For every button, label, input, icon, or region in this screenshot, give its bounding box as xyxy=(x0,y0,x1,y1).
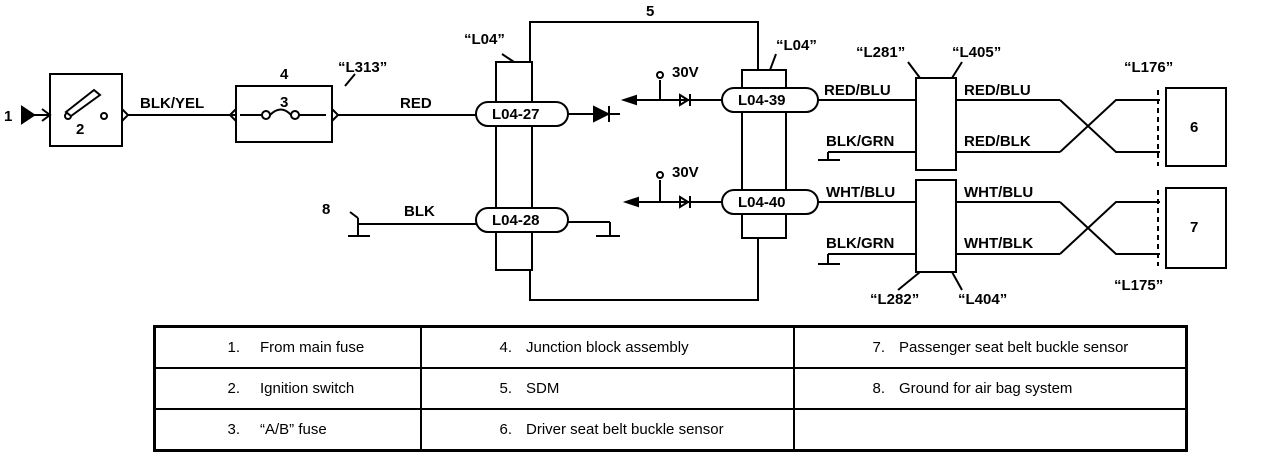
legend-cell: 3.“A/B” fuse xyxy=(153,408,422,452)
callout-1: 1 xyxy=(4,108,12,125)
pin-l04-39: L04-39 xyxy=(738,92,786,109)
wire-wht-blu-left: WHT/BLU xyxy=(826,184,895,201)
legend-cell: 2.Ignition switch xyxy=(153,367,422,410)
wire-blk-yel: BLK/YEL xyxy=(140,95,204,112)
legend-cell: 5.SDM xyxy=(420,367,795,410)
sdm-box xyxy=(529,21,759,301)
driver-sensor-box xyxy=(1165,87,1227,167)
wire-blk-grn-top: BLK/GRN xyxy=(826,133,894,150)
connector-l282: “L282” xyxy=(870,291,919,308)
legend-cell xyxy=(793,408,1188,452)
legend-row: 1.From main fuse 4.Junction block assemb… xyxy=(153,325,1188,369)
voltage-bottom: 30V xyxy=(672,164,699,181)
callout-6: 6 xyxy=(1190,119,1198,136)
connector-l04-left: “L04” xyxy=(464,31,505,48)
callout-4: 4 xyxy=(280,66,289,83)
wire-red: RED xyxy=(400,95,432,112)
input-arrow-icon xyxy=(21,105,36,125)
component-legend: 1.From main fuse 4.Junction block assemb… xyxy=(153,325,1188,452)
legend-cell: 8.Ground for air bag system xyxy=(793,367,1188,410)
pin-l04-28: L04-28 xyxy=(492,212,540,229)
callout-3: 3 xyxy=(280,94,288,111)
legend-cell: 7.Passenger seat belt buckle sensor xyxy=(793,325,1188,369)
connector-l176: “L176” xyxy=(1124,59,1173,76)
callout-2: 2 xyxy=(76,121,84,138)
callout-7: 7 xyxy=(1190,219,1198,236)
wire-red-blk: RED/BLK xyxy=(964,133,1031,150)
connector-l281: “L281” xyxy=(856,44,905,61)
callout-5: 5 xyxy=(646,3,654,20)
legend-cell: 4.Junction block assembly xyxy=(420,325,795,369)
wiring-diagram: 1 2 3 4 5 6 7 8 BLK/YEL RED BLK RED/BLU … xyxy=(4,3,1227,308)
connector-l175: “L175” xyxy=(1114,277,1163,294)
connector-l405: “L405” xyxy=(952,44,1001,61)
connector-l404: “L404” xyxy=(958,291,1007,308)
passenger-sensor-box xyxy=(1165,187,1227,269)
wire-blk: BLK xyxy=(404,203,435,220)
legend-row: 2.Ignition switch 5.SDM 8.Ground for air… xyxy=(153,367,1188,410)
voltage-top: 30V xyxy=(672,64,699,81)
ignition-switch-box xyxy=(49,73,123,147)
junction-block-box xyxy=(235,85,333,143)
wire-blk-grn-bottom: BLK/GRN xyxy=(826,235,894,252)
legend-cell: 1.From main fuse xyxy=(153,325,422,369)
legend-cell: 6.Driver seat belt buckle sensor xyxy=(420,408,795,452)
wire-wht-blk: WHT/BLK xyxy=(964,235,1033,252)
callout-8: 8 xyxy=(322,201,330,218)
wire-red-blu-right: RED/BLU xyxy=(964,82,1031,99)
connector-l04-right: “L04” xyxy=(776,37,817,54)
pin-l04-27: L04-27 xyxy=(492,106,540,123)
legend-row: 3.“A/B” fuse 6.Driver seat belt buckle s… xyxy=(153,408,1188,452)
wire-wht-blu-right: WHT/BLU xyxy=(964,184,1033,201)
pin-l04-40: L04-40 xyxy=(738,194,786,211)
connector-l313: “L313” xyxy=(338,59,387,76)
wire-red-blu-left: RED/BLU xyxy=(824,82,891,99)
